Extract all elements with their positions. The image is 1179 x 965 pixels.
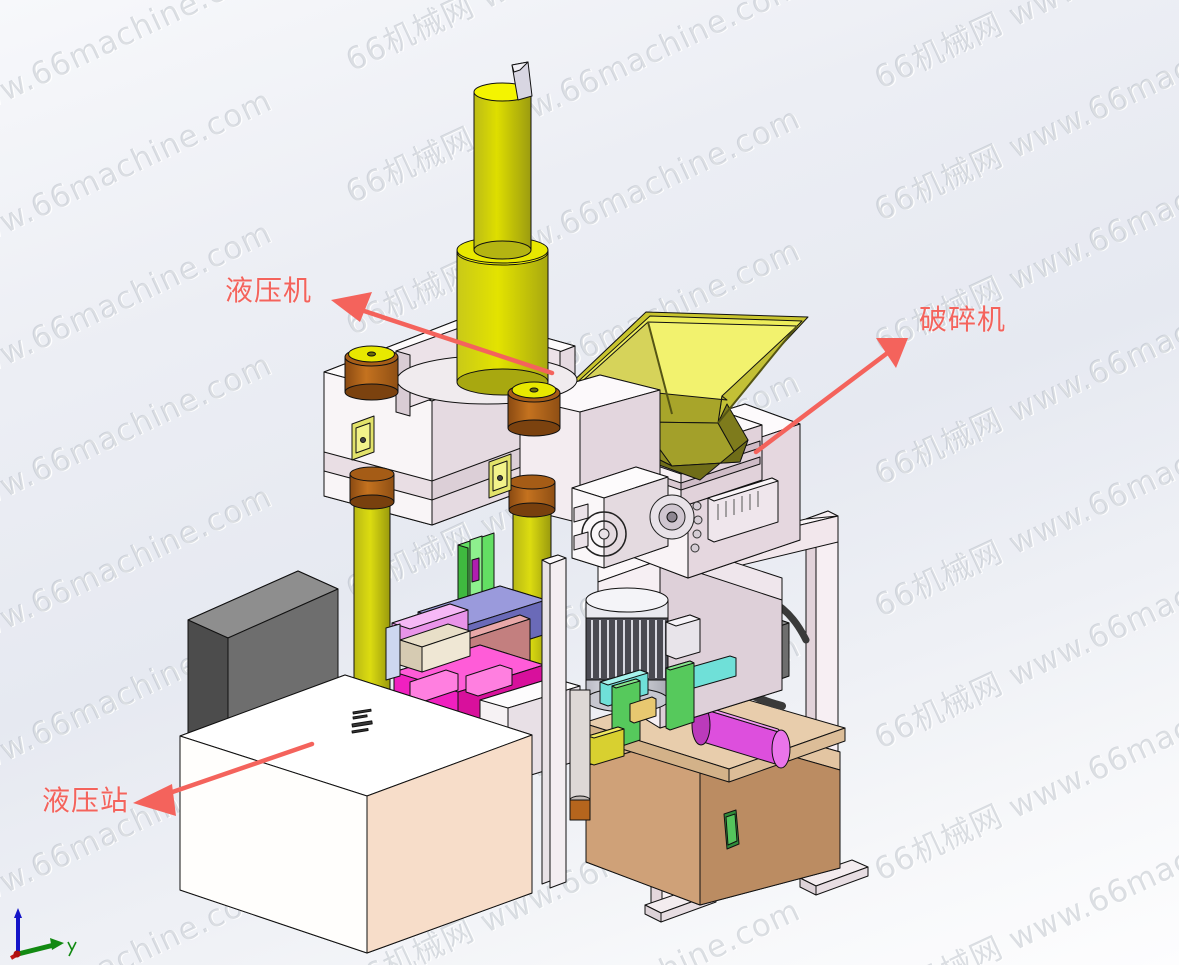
label-hydraulic-station: 液压站 [42, 784, 130, 817]
coordinate-axis-triad [10, 908, 77, 960]
label-hydraulic-press: 液压机 [225, 274, 313, 307]
label-crusher: 破碎机 [919, 303, 1007, 336]
